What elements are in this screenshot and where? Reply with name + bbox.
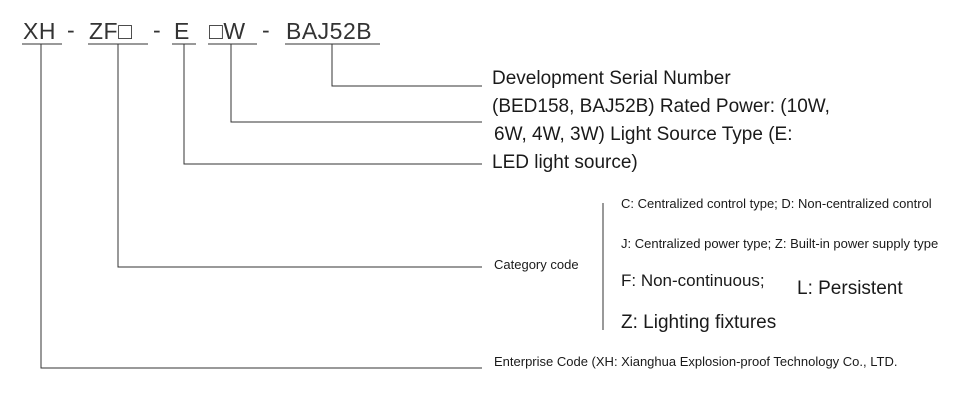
code-part-w: □W: [209, 18, 246, 44]
label-serial-line-1: Development Serial Number: [492, 68, 731, 89]
code-dash-1: -: [67, 17, 76, 43]
label-serial-line-2: (BED158, BAJ52B) Rated Power: (10W,: [492, 96, 830, 117]
label-enterprise-code: Enterprise Code (XH: Xianghua Explosion-…: [494, 354, 898, 369]
code-part-e: E: [174, 18, 190, 44]
option-lighting-fixtures: Z: Lighting fixtures: [621, 312, 777, 333]
label-serial-line-3: 6W, 4W, 3W) Light Source Type (E:: [494, 124, 793, 145]
option-control-type: C: Centralized control type; D: Non-cent…: [621, 196, 932, 211]
code-part-xh: XH: [23, 18, 56, 44]
code-dash-3: -: [262, 17, 271, 43]
option-power-type: J: Centralized power type; Z: Built-in p…: [621, 236, 939, 251]
label-serial-line-4: LED light source): [492, 152, 638, 173]
leader-category: [117, 44, 482, 268]
leader-power: [230, 44, 482, 123]
leader-light: [183, 44, 482, 165]
code-part-baj52b: BAJ52B: [286, 18, 373, 44]
option-persistent: L: Persistent: [797, 278, 903, 299]
code-part-zf: ZF□: [89, 18, 133, 44]
code-dash-2: -: [153, 17, 162, 43]
leader-serial: [331, 44, 482, 87]
leader-enterprise: [40, 44, 482, 369]
option-non-continuous: F: Non-continuous;: [621, 271, 765, 290]
label-category-code: Category code: [494, 257, 579, 272]
